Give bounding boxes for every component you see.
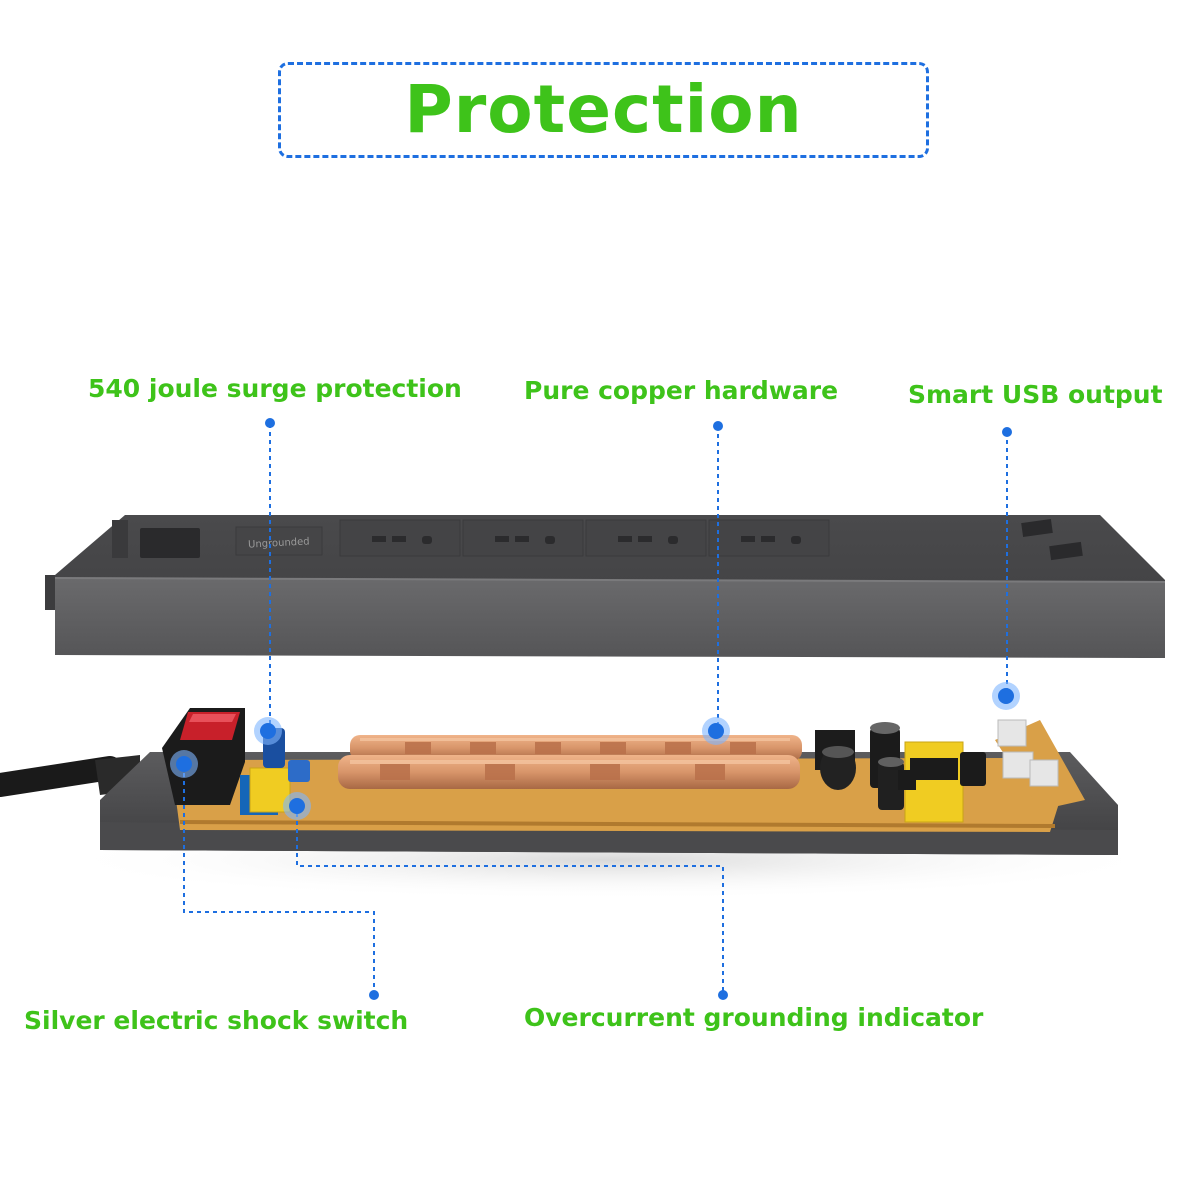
label-grounding-indicator: Overcurrent grounding indicator xyxy=(524,1003,984,1032)
title-frame: Protection xyxy=(278,62,929,158)
label-surge-protection: 540 joule surge protection xyxy=(88,374,462,403)
leader-lines xyxy=(183,424,1008,995)
leader-end-dots xyxy=(265,418,1012,1000)
usb-board xyxy=(995,719,1085,810)
switch-opening xyxy=(140,528,200,558)
target-dots xyxy=(170,682,1020,820)
page-title: Protection xyxy=(404,71,803,148)
power-cord xyxy=(0,756,122,797)
label-copper-hardware: Pure copper hardware xyxy=(524,376,839,405)
ungrounded-text: Ungrounded xyxy=(248,536,310,550)
top-cover: Ungrounded xyxy=(45,515,1166,658)
outlets xyxy=(339,519,830,557)
brand-logo xyxy=(112,520,128,558)
usb-power-circuit xyxy=(815,722,986,823)
leader-indicator xyxy=(296,805,724,995)
rocker-switch xyxy=(162,708,245,805)
copper-busbars xyxy=(338,735,802,789)
label-usb-output: Smart USB output xyxy=(908,380,1163,409)
usb-ports xyxy=(1021,518,1083,561)
leader-switch xyxy=(183,765,375,995)
surge-components xyxy=(240,728,310,815)
label-shock-switch: Silver electric shock switch xyxy=(24,1006,409,1035)
